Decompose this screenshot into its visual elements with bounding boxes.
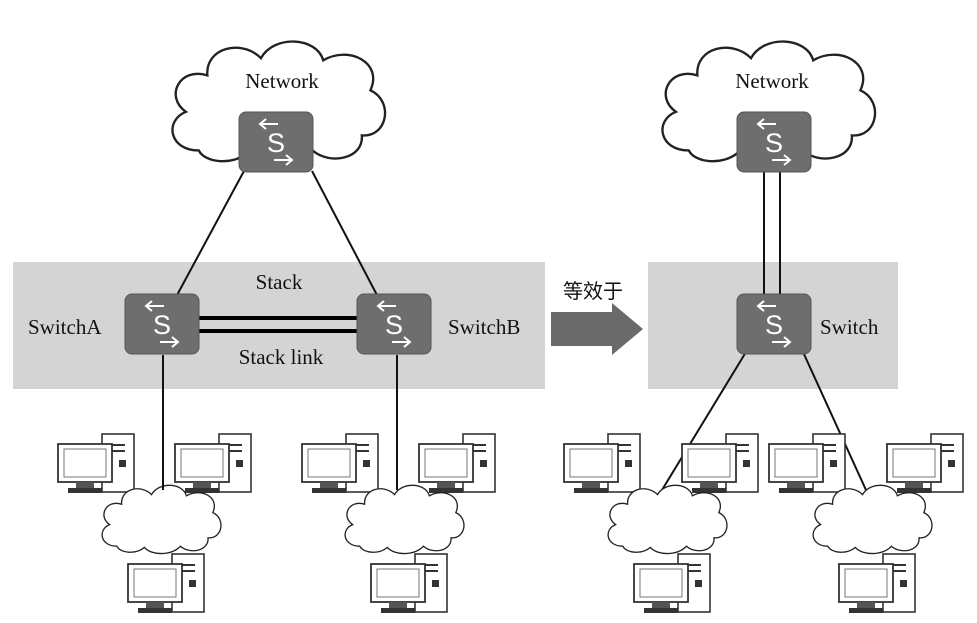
pc-icon — [681, 433, 759, 494]
switch-letter: S — [267, 128, 285, 158]
core-switch-right[interactable]: S — [735, 111, 813, 173]
uplink-b — [311, 170, 379, 298]
core-switch-left[interactable]: S — [237, 111, 315, 173]
lan-cloud-c — [607, 484, 728, 555]
switch-letter: S — [385, 310, 403, 340]
switch-letter: S — [765, 310, 783, 340]
switch-b-label: SwitchB — [448, 315, 520, 339]
pc-icon — [127, 553, 205, 614]
downlink-right-1 — [661, 351, 747, 491]
downlink-right-2 — [802, 351, 867, 491]
switch-a-label: SwitchA — [28, 315, 102, 339]
switch-a[interactable]: S — [123, 293, 201, 355]
pc-icon — [768, 433, 846, 494]
lan-cloud-b — [344, 484, 465, 555]
stack-label: Stack — [256, 270, 303, 294]
uplink-a — [175, 170, 245, 298]
switch-label: Switch — [820, 315, 879, 339]
logical-switch[interactable]: S — [735, 293, 813, 355]
network-label-left: Network — [245, 69, 319, 93]
stack-band-left — [13, 262, 545, 389]
pc-icon — [838, 553, 916, 614]
pc-icon — [633, 553, 711, 614]
pc-icon — [174, 433, 252, 494]
stack-link-label: Stack link — [239, 345, 324, 369]
pc-icon — [57, 433, 135, 494]
network-label-right: Network — [735, 69, 809, 93]
switch-b[interactable]: S — [355, 293, 433, 355]
pc-icon — [418, 433, 496, 494]
equivalence-label: 等效于 — [563, 279, 623, 303]
equivalence-arrow — [551, 303, 643, 355]
switch-letter: S — [765, 128, 783, 158]
switch-letter: S — [153, 310, 171, 340]
pc-icon — [886, 433, 964, 494]
lan-cloud-a — [101, 484, 222, 555]
pc-icon — [301, 433, 379, 494]
pc-icon — [370, 553, 448, 614]
pc-icon — [563, 433, 641, 494]
lan-cloud-d — [812, 484, 933, 555]
